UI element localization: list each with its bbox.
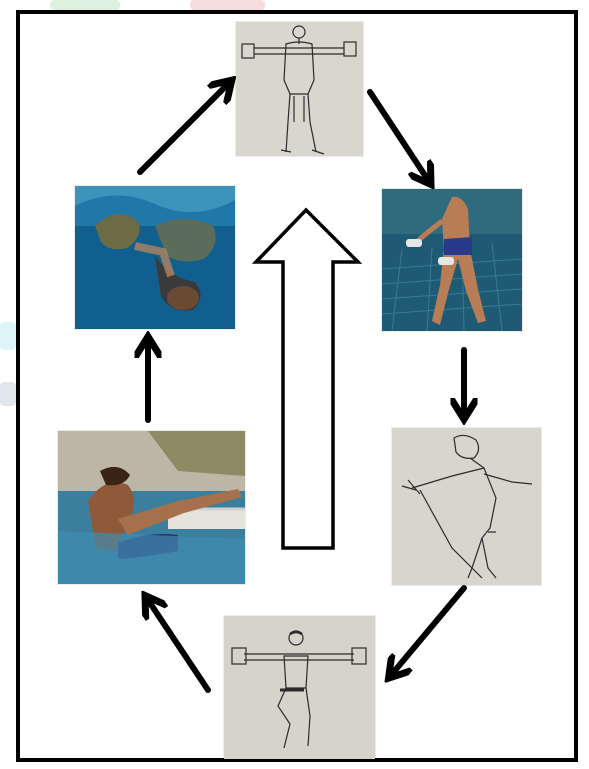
pool-stretch-photo-icon <box>58 431 245 584</box>
background-mark-gray <box>0 382 16 406</box>
sketch-figure-arms-extended-icon <box>236 22 363 156</box>
sketch-figure-leg-raise-icon <box>224 616 375 759</box>
step-left-upper-photo-underwater-tuck <box>75 186 235 329</box>
step-top-sketch-arms-extended <box>236 22 363 156</box>
step-right-lower-sketch-arm-exercise <box>392 428 541 585</box>
underwater-swimmer-photo-icon <box>75 186 235 329</box>
sketch-figure-arm-band-icon <box>392 428 541 585</box>
step-left-lower-photo-pool-stretch <box>58 431 245 584</box>
background-mark-green <box>50 0 120 10</box>
background-mark-cyan <box>0 322 16 350</box>
step-bottom-sketch-leg-raise <box>224 616 375 759</box>
background-mark-pink <box>190 0 265 10</box>
pool-walk-photo-icon <box>382 189 522 331</box>
step-right-upper-photo-pool-walk <box>382 189 522 331</box>
